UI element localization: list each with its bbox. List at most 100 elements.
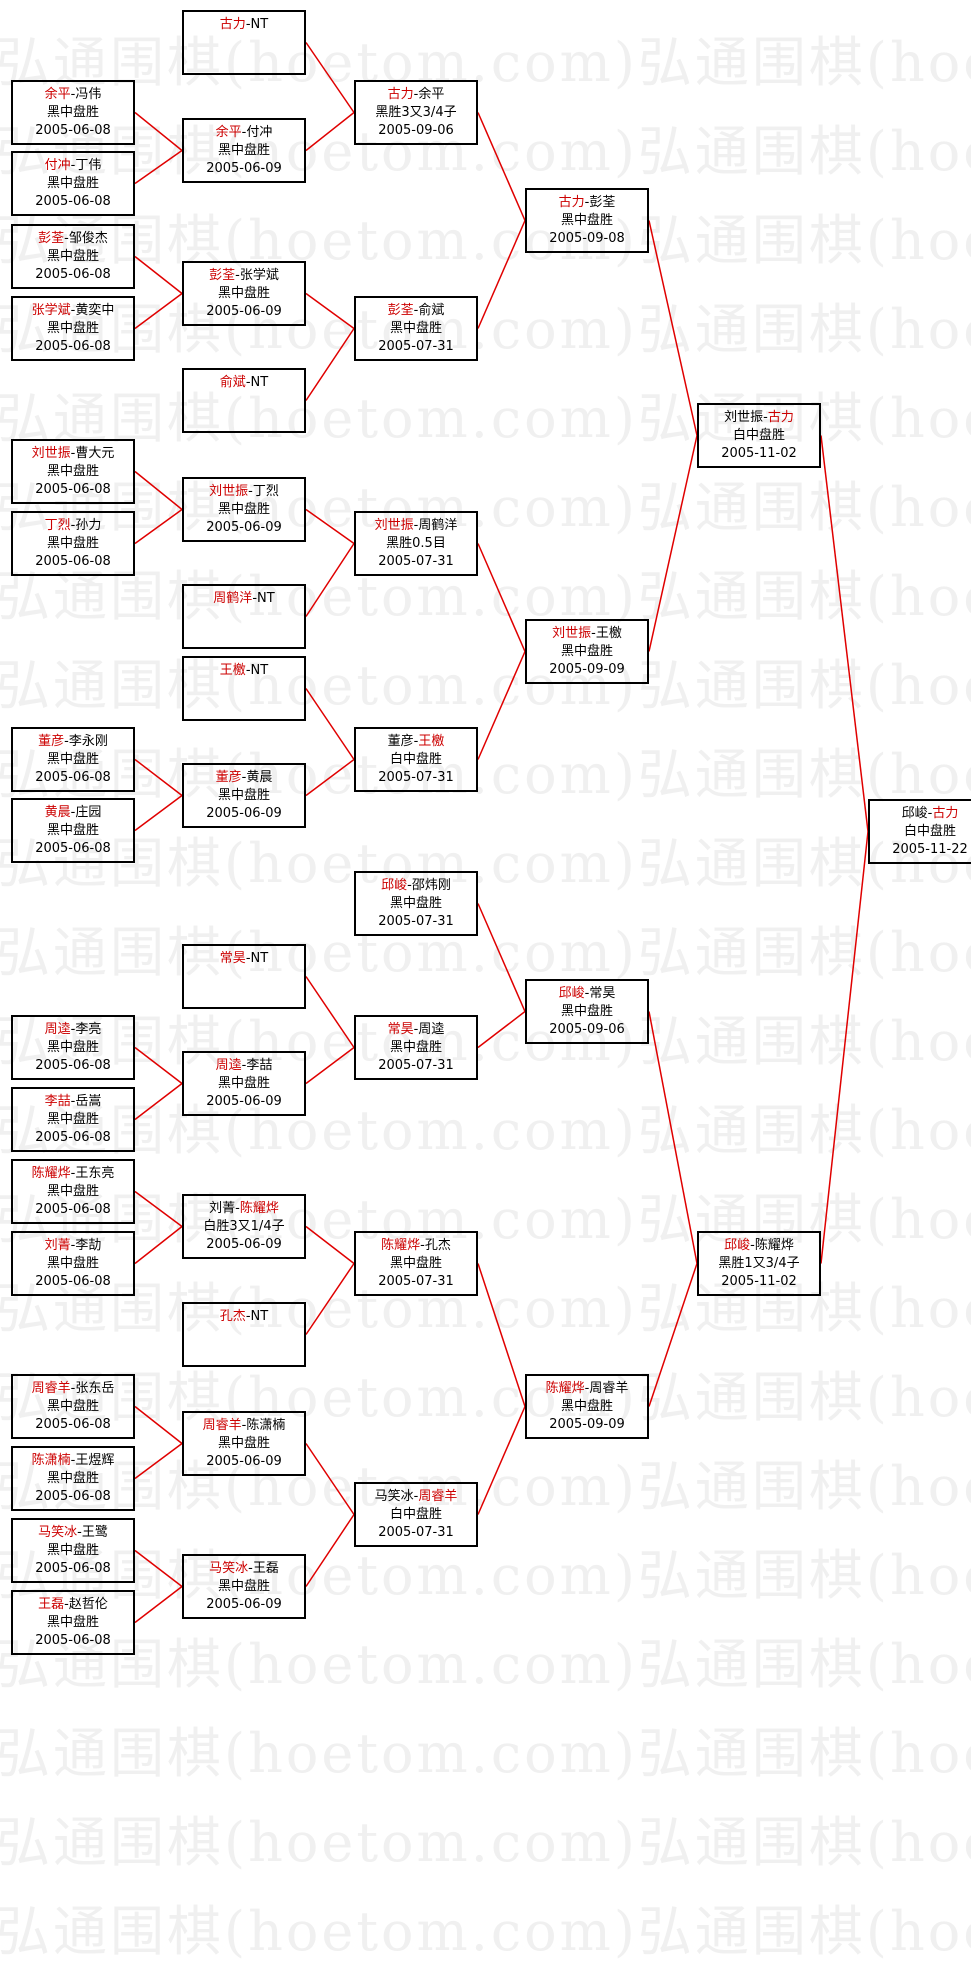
connector-r4-1-r5-1 (820, 435, 869, 832)
player-2: 冯伟 (75, 87, 102, 102)
dash: - (235, 1201, 240, 1216)
player-1: 周鹤洋 (213, 591, 253, 606)
match-result: 黑胜0.5目 (386, 536, 446, 551)
match-players: 古力-NT (184, 16, 304, 34)
player-1: 马笑冰 (209, 1561, 249, 1576)
dash: - (245, 951, 251, 966)
connector-r2-5-r3-3 (477, 903, 526, 1012)
match-date: 2005-06-08 (35, 1202, 111, 1217)
match-result: 白中盘胜 (732, 428, 785, 443)
player-1: 彭荃 (209, 268, 236, 283)
dash: - (413, 87, 419, 102)
player-2: 陈潇楠 (246, 1418, 286, 1433)
dash: - (248, 484, 253, 499)
connector-r0-1-r1-2 (134, 111, 183, 152)
match-result: 黑中盘胜 (217, 502, 270, 517)
match-result: 黑中盘胜 (389, 1040, 442, 1055)
match-players: 周鹤洋-NT (184, 590, 304, 608)
player-1: 陈耀烨 (545, 1381, 585, 1396)
dash: - (252, 591, 258, 606)
match-players: 周睿羊-张东岳 (13, 1380, 133, 1398)
match-result: 黑中盘胜 (46, 1615, 99, 1630)
player-2: 李永刚 (68, 734, 108, 749)
match-result: 黑中盘胜 (46, 1184, 99, 1199)
connector-r2-3-r3-2 (477, 543, 526, 652)
player-2: NT (250, 663, 269, 678)
player-1: 刘菁 (44, 1238, 71, 1253)
match-result: 黑中盘胜 (217, 788, 270, 803)
player-1: 邱峻 (381, 878, 408, 893)
match-players: 马笑冰-周睿羊 (356, 1488, 476, 1506)
match-players: 邱峻-邵炜刚 (356, 877, 476, 895)
match-date: 2005-07-31 (378, 339, 454, 354)
match-box-r1-6: 周鹤洋-NT (182, 584, 306, 649)
connector-r3-2-r4-1 (648, 435, 698, 652)
player-1: 俞斌 (219, 375, 246, 390)
match-date: 2005-06-08 (35, 554, 111, 569)
match-box-r1-4: 俞斌-NT (182, 368, 306, 433)
player-2: 陈耀烨 (754, 1238, 794, 1253)
connector-r1-11-r2-7 (305, 1225, 355, 1265)
match-result: 黑中盘胜 (389, 1256, 442, 1271)
match-date: 2005-09-09 (549, 1417, 625, 1432)
match-result: 黑中盘胜 (217, 1436, 270, 1451)
match-players: 古力-彭荃 (527, 194, 647, 212)
connector-r1-14-r2-8 (305, 1514, 355, 1587)
connector-r1-13-r2-8 (305, 1443, 355, 1515)
dash: - (241, 125, 247, 140)
dash: - (70, 1166, 76, 1181)
match-date: 2005-06-09 (206, 304, 282, 319)
match-result: 黑中盘胜 (560, 644, 613, 659)
dash: - (591, 626, 596, 641)
match-date: 2005-06-08 (35, 770, 111, 785)
match-players: 俞斌-NT (184, 374, 304, 392)
connector-r0-3-r1-3 (134, 255, 183, 295)
dash: - (70, 1022, 76, 1037)
match-players: 马笑冰-王鹭 (13, 1524, 133, 1542)
player-1: 余平 (44, 87, 71, 102)
match-date: 2005-06-09 (206, 1094, 282, 1109)
match-players: 陈耀烨-孔杰 (356, 1237, 476, 1255)
dash: - (235, 268, 240, 283)
dash: - (413, 1022, 419, 1037)
match-result: 黑中盘胜 (46, 249, 99, 264)
connector-r1-3-r2-2 (305, 292, 355, 330)
connector-r3-3-r4-2 (648, 1011, 698, 1264)
match-players: 常昊-周逵 (356, 1021, 476, 1039)
match-players: 刘世振-王檄 (527, 625, 647, 643)
connector-r1-4-r2-2 (305, 328, 355, 401)
dash: - (413, 734, 419, 749)
match-date: 2005-09-09 (549, 662, 625, 677)
player-2: 陈耀烨 (239, 1201, 279, 1216)
player-2: 王东亮 (75, 1166, 115, 1181)
bracket-lines (134, 42, 869, 1624)
match-players: 刘世振-古力 (699, 409, 819, 427)
player-1: 马笑冰 (38, 1525, 78, 1540)
player-2: 常昊 (589, 986, 616, 1001)
dash: - (413, 303, 419, 318)
match-players: 邱峻-陈耀烨 (699, 1237, 819, 1255)
match-result: 黑中盘胜 (46, 1040, 99, 1055)
player-1: 董彦 (387, 734, 414, 749)
dash: - (64, 734, 69, 749)
connector-r1-8-r2-4 (305, 758, 355, 797)
player-2: 彭荃 (589, 195, 616, 210)
match-players: 刘世振-周鹤洋 (356, 517, 476, 535)
connector-r0-6-r1-5 (134, 508, 183, 545)
match-result: 黑中盘胜 (46, 823, 99, 838)
watermark-row: 弘通围棋(hoetom.com)弘通围棋(hoetom.com) (0, 1900, 971, 1963)
dash: - (64, 1597, 69, 1612)
player-1: 王檄 (219, 663, 246, 678)
match-date: 2005-06-08 (35, 1274, 111, 1289)
player-1: 王磊 (38, 1597, 65, 1612)
match-date: 2005-06-08 (35, 482, 111, 497)
match-date: 2005-06-09 (206, 1237, 282, 1252)
